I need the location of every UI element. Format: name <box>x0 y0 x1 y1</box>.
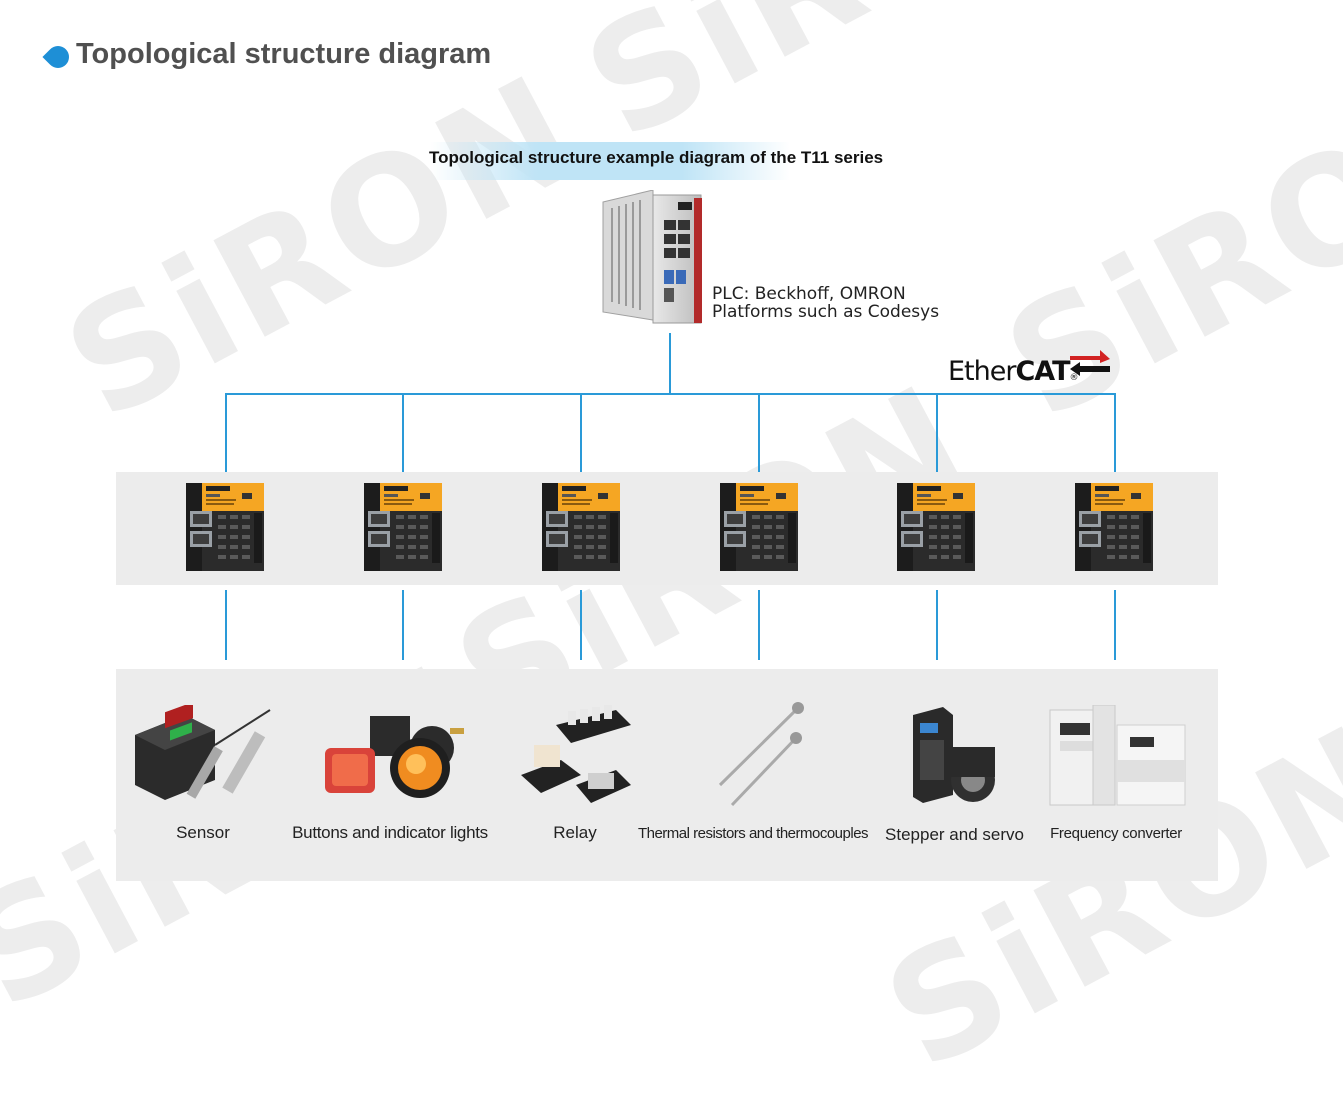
relay-icon <box>521 705 631 803</box>
plc-label-line1: PLC: Beckhoff, OMRON <box>712 284 906 304</box>
ethercat-logo: EtherCAT® <box>948 356 1079 387</box>
device-label-thermocouples: Thermal resistors and thermocouples <box>637 825 869 842</box>
io-module-icon <box>540 481 622 573</box>
device-label-relay: Relay <box>553 823 597 842</box>
subtitle-highlight <box>430 142 790 180</box>
bus-drop-line <box>580 393 582 473</box>
ethercat-regular: Ether <box>948 356 1016 387</box>
device-label-buttons: Buttons and indicator lights <box>292 823 488 842</box>
inverter-icon <box>1049 705 1186 806</box>
bus-drop-line <box>402 393 404 473</box>
io-module-icon <box>362 481 444 573</box>
io-module-icon <box>895 481 977 573</box>
ethercat-bold: CAT <box>1015 356 1070 387</box>
bus-drop-line <box>1114 393 1116 473</box>
sensor-icon <box>135 705 271 800</box>
device-drop-line <box>225 590 227 660</box>
bus-drop-line <box>758 393 760 473</box>
device-drop-line <box>402 590 404 660</box>
diagram-subtitle: Topological structure example diagram of… <box>429 148 884 167</box>
io-module-icon <box>718 481 800 573</box>
device-drop-line <box>936 590 938 660</box>
bus-drop-line <box>225 393 227 473</box>
ethercat-bus-line <box>225 393 1116 395</box>
device-drop-line <box>580 590 582 660</box>
page-title: Topological structure diagram <box>76 38 492 70</box>
device-label-sensor: Sensor <box>176 823 230 842</box>
watermark: SiRON <box>980 42 1343 454</box>
field-device-band <box>116 669 1218 881</box>
io-module-icon <box>184 481 266 573</box>
watermark: SiRON <box>40 42 606 454</box>
plc-label: PLC: Beckhoff, OMRON Platforms such as C… <box>712 285 939 321</box>
io-module-icon <box>1073 481 1155 573</box>
device-label-servo: Stepper and servo <box>885 825 1024 844</box>
servo-icon <box>913 707 995 803</box>
device-drop-line <box>758 590 760 660</box>
ethercat-trademark: ® <box>1069 373 1079 383</box>
bus-drop-line <box>936 393 938 473</box>
plc-label-line2: Platforms such as Codesys <box>712 302 940 322</box>
device-label-inverter: Frequency converter <box>1050 825 1182 842</box>
thermocouple-icon <box>718 702 804 807</box>
plc-controller-icon <box>602 190 702 324</box>
io-module-band <box>116 472 1218 585</box>
device-drop-line <box>1114 590 1116 660</box>
header-bullet-icon <box>42 41 74 73</box>
ethercat-arrows-icon <box>1070 350 1110 376</box>
plc-drop-line <box>669 333 671 395</box>
button-light-icon <box>325 716 464 798</box>
